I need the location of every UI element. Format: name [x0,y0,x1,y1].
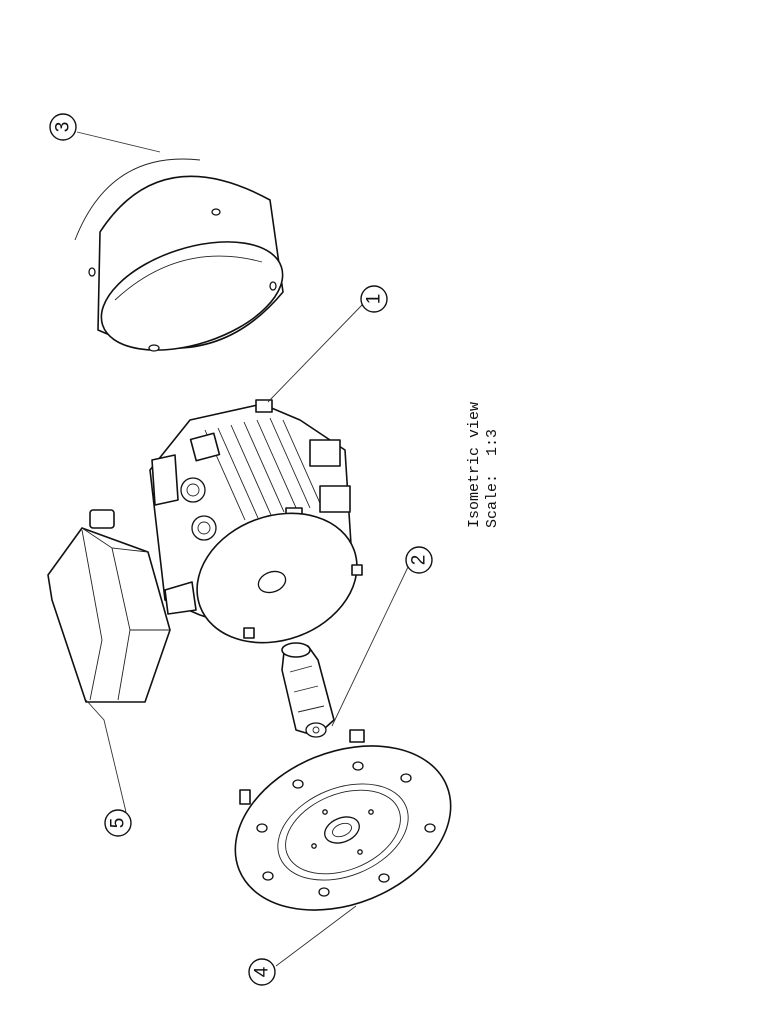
part-3-fan-cover [74,158,284,352]
balloon-4: 4 [248,958,276,986]
leader-lines [76,131,409,967]
part-4-flange [234,729,452,911]
part-5-terminal-box-cover [47,509,171,703]
part-2-shaft [281,642,335,738]
caption-scale: Scale: 1:3 [484,429,501,528]
svg-text:5: 5 [108,818,129,829]
view-caption: Isometric view Scale: 1:3 [466,402,501,528]
svg-text:4: 4 [252,966,273,977]
svg-text:2: 2 [409,555,430,566]
balloon-5: 5 [104,809,132,837]
balloon-3: 3 [49,113,77,141]
part-1-motor-body [149,399,363,644]
balloon-2: 2 [405,546,433,574]
caption-view-name: Isometric view [466,402,483,528]
balloon-1: 1 [360,285,388,313]
svg-text:1: 1 [364,294,385,305]
svg-text:3: 3 [53,122,74,133]
